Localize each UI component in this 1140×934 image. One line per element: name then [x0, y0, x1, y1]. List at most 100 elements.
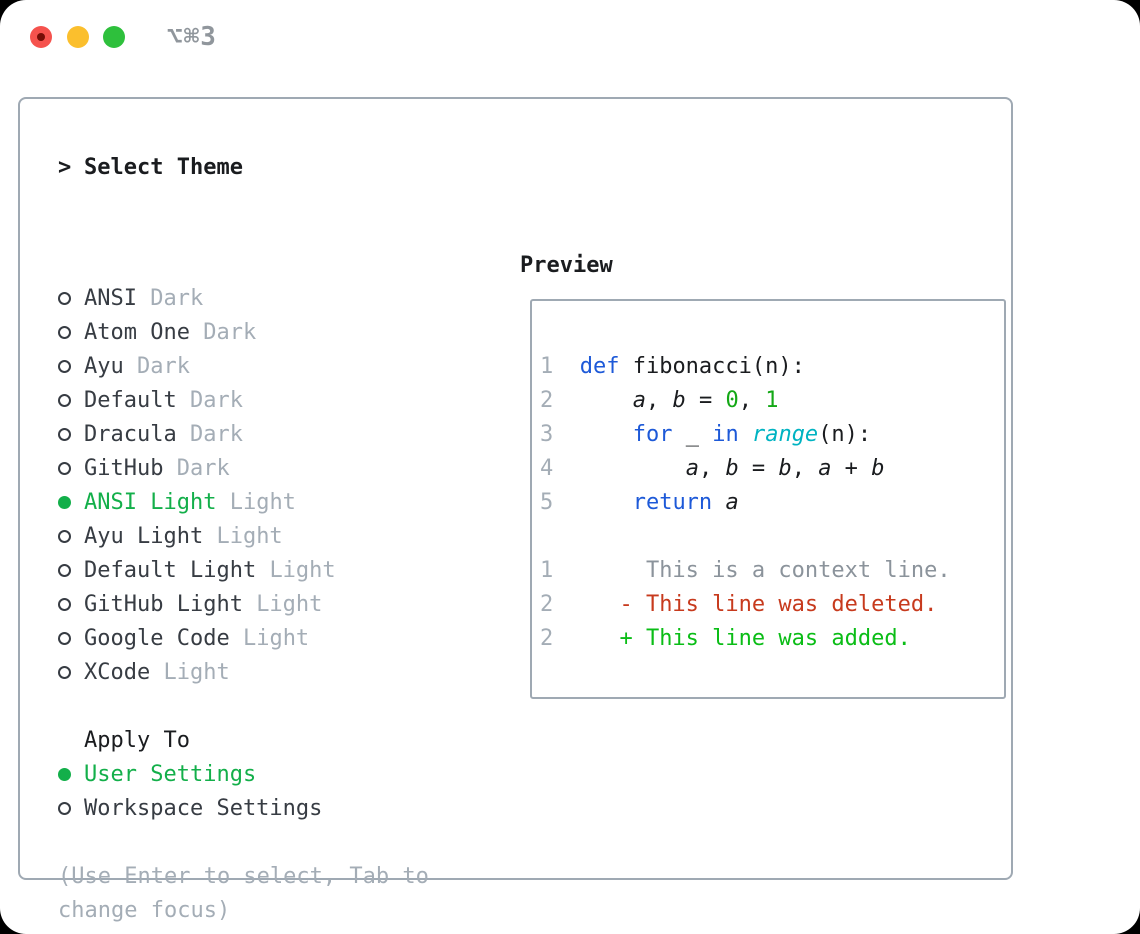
radio-unselected-icon: [58, 529, 84, 543]
theme-variant: Dark: [189, 387, 243, 413]
help-text: (Use Enter to select, Tab to change focu…: [58, 859, 429, 927]
radio-unselected-icon: [58, 427, 84, 441]
theme-variant: Light: [163, 659, 230, 685]
theme-name: Ayu: [84, 353, 137, 379]
radio-selected-icon: [58, 495, 84, 509]
theme-variant: Dark: [189, 421, 243, 447]
theme-variant: Dark: [176, 455, 230, 481]
theme-variant: Light: [242, 625, 310, 651]
minimize-button[interactable]: [67, 26, 89, 48]
theme-option-ayu-light[interactable]: Ayu Light Light: [58, 519, 336, 553]
code-token: =: [685, 387, 726, 413]
apply-option-label: User Settings: [84, 761, 257, 787]
code-token: [580, 388, 633, 413]
theme-option-dracula[interactable]: Dracula Dark: [58, 417, 336, 451]
line-number: 3: [540, 421, 554, 447]
code-line: 2 a, b = 0, 1: [540, 383, 1004, 417]
code-line: 5 return a: [540, 485, 1004, 519]
radio-selected-icon: [58, 767, 84, 781]
theme-name: Atom One: [84, 319, 204, 345]
code-token: return: [632, 489, 713, 515]
radio-unselected-icon: [58, 597, 84, 611]
line-number: 2: [540, 387, 554, 413]
code-token: + This line was added.: [579, 625, 911, 651]
code-token: ,: [645, 387, 673, 413]
line-number: 1: [540, 353, 554, 379]
theme-option-google-code[interactable]: Google Code Light: [58, 621, 336, 655]
code-token: b: [672, 387, 686, 413]
theme-option-ansi[interactable]: ANSI Dark: [58, 281, 336, 315]
code-token: ,: [791, 455, 819, 481]
theme-name: Ayu Light: [84, 523, 217, 549]
radio-unselected-icon: [58, 461, 84, 475]
radio-unselected-icon: [58, 665, 84, 679]
theme-option-github-light[interactable]: GitHub Light Light: [58, 587, 336, 621]
code-token: b: [871, 455, 885, 481]
apply-option-user-settings[interactable]: User Settings: [58, 757, 322, 791]
close-button-dot: [37, 33, 45, 41]
radio-unselected-icon: [58, 291, 84, 305]
code-token: - This line was deleted.: [579, 591, 938, 617]
theme-option-atom-one[interactable]: Atom One Dark: [58, 315, 336, 349]
radio-unselected-icon: [58, 359, 84, 373]
theme-name: ANSI: [84, 285, 151, 311]
theme-option-xcode[interactable]: XCode Light: [58, 655, 336, 689]
code-token: in: [712, 421, 739, 447]
theme-name: Default: [84, 387, 190, 413]
select-theme-header: >Select Theme: [58, 150, 243, 184]
code-token: =: [738, 455, 779, 481]
theme-name: ANSI Light: [84, 489, 230, 515]
select-theme-title: Select Theme: [84, 154, 243, 180]
radio-unselected-icon: [58, 563, 84, 577]
theme-name: Default Light: [84, 557, 270, 583]
theme-variant: Dark: [150, 285, 204, 311]
code-token: 1: [765, 387, 779, 413]
line-number: 4: [540, 455, 554, 481]
code-line: 4 a, b = b, a + b: [540, 451, 1004, 485]
radio-unselected-icon: [58, 631, 84, 645]
code-token: range: [751, 421, 819, 447]
apply-option-workspace-settings[interactable]: Workspace Settings: [58, 791, 322, 825]
help-line: (Use Enter to select, Tab to: [58, 863, 429, 889]
theme-option-default-light[interactable]: Default Light Light: [58, 553, 336, 587]
code-token: b: [725, 455, 739, 481]
help-line: change focus): [58, 897, 231, 923]
code-token: def: [579, 353, 633, 379]
radio-unselected-icon: [58, 801, 84, 815]
theme-option-github[interactable]: GitHub Dark: [58, 451, 336, 485]
apply-to-title: Apply To: [84, 727, 190, 753]
line-number: 2: [540, 591, 554, 617]
close-button[interactable]: [30, 26, 52, 48]
theme-option-ayu[interactable]: Ayu Dark: [58, 349, 336, 383]
theme-variant: Light: [216, 523, 283, 549]
theme-option-default[interactable]: Default Dark: [58, 383, 336, 417]
radio-unselected-icon: [58, 393, 84, 407]
code-token: (n):: [818, 421, 872, 447]
radio-unselected-icon: [58, 325, 84, 339]
theme-name: Google Code: [84, 625, 243, 651]
code-token: b: [778, 455, 792, 481]
preview-title: Preview: [520, 252, 613, 278]
line-number: 1: [540, 557, 554, 583]
code-line: 1 This is a context line.: [540, 553, 1004, 587]
code-token: ,: [698, 455, 726, 481]
theme-name: Dracula: [84, 421, 190, 447]
code-line: 2 + This line was added.: [540, 621, 1004, 655]
code-token: a: [818, 455, 832, 481]
theme-variant: Light: [269, 557, 336, 583]
code-token: a: [685, 455, 699, 481]
theme-option-ansi-light[interactable]: ANSI Light Light: [58, 485, 336, 519]
code-token: This is a context line.: [579, 557, 951, 583]
code-token: [580, 490, 633, 515]
code-token: [580, 456, 686, 481]
zoom-button[interactable]: [103, 26, 125, 48]
apply-to-header: Apply To: [58, 723, 190, 757]
keyboard-shortcut-label: ⌥⌘3: [167, 22, 217, 52]
